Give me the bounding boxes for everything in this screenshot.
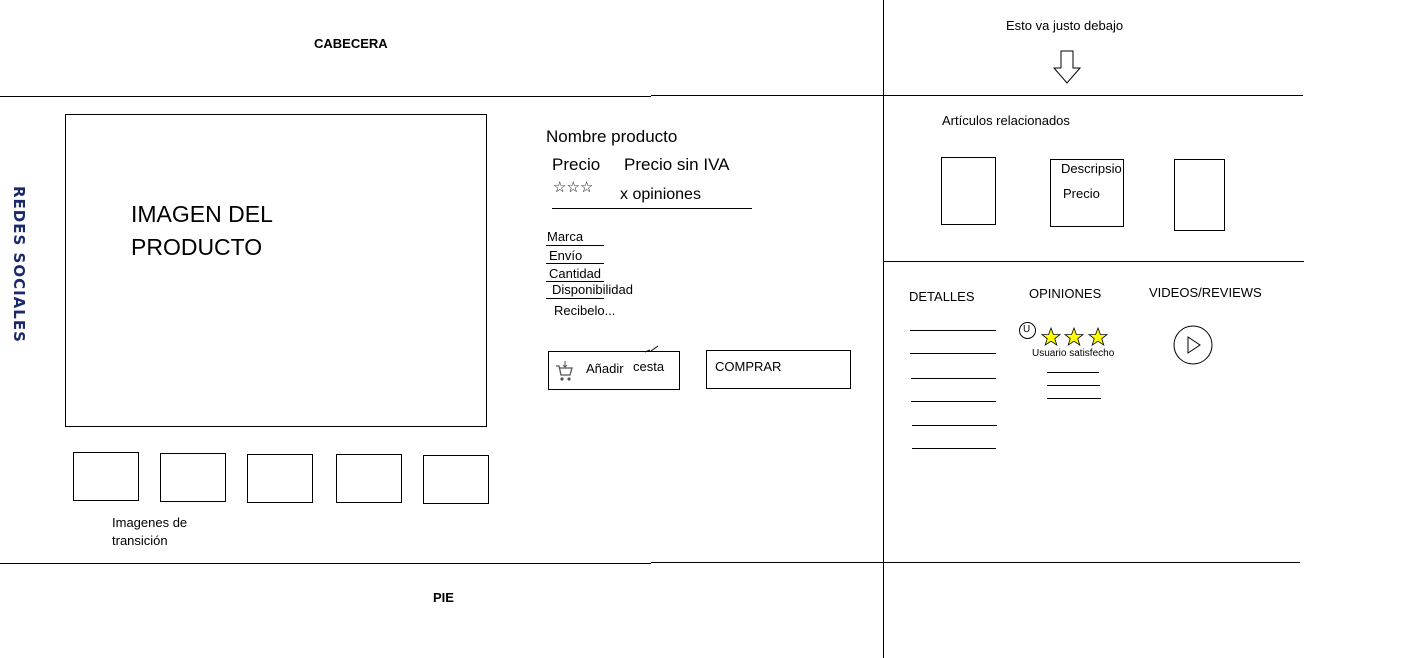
footer-divider-right xyxy=(651,562,1300,563)
product-image[interactable] xyxy=(65,114,487,427)
related-card[interactable] xyxy=(1050,159,1124,227)
thumbnail[interactable] xyxy=(423,455,489,504)
add-label: Añadir xyxy=(586,361,624,376)
social-label: REDES SOCIALES xyxy=(10,186,28,343)
brand-underline xyxy=(546,245,604,246)
buy-button[interactable] xyxy=(706,350,851,389)
availability-underline xyxy=(546,298,604,299)
header-divider xyxy=(0,96,651,97)
opinions-count[interactable]: x opiniones xyxy=(620,186,701,203)
tab-details[interactable]: DETALLES xyxy=(909,289,975,304)
right-column-divider xyxy=(883,0,884,658)
footer-divider xyxy=(0,563,651,564)
opinion-line xyxy=(1047,385,1100,386)
product-image-label-2: PRODUCTO xyxy=(131,234,263,260)
details-line xyxy=(912,448,996,449)
tab-videos[interactable]: VIDEOS/REVIEWS xyxy=(1149,285,1262,300)
down-arrow-icon xyxy=(1053,50,1081,84)
header-label: CABECERA xyxy=(314,36,388,51)
tab-opinions[interactable]: OPINIONES xyxy=(1029,286,1102,301)
user-avatar xyxy=(1019,322,1036,339)
thumbnails-caption-2: transición xyxy=(112,533,168,548)
product-image-label-1: IMAGEN DEL xyxy=(131,201,273,227)
footer-label: PIE xyxy=(433,590,454,605)
rating-stars: ☆☆☆ xyxy=(553,179,594,196)
availability-field: Disponibilidad xyxy=(552,282,633,297)
details-line xyxy=(910,330,996,331)
buy-label: COMPRAR xyxy=(715,359,782,374)
thumbnail[interactable] xyxy=(160,453,226,502)
related-card-price: Precio xyxy=(1063,186,1100,201)
details-line xyxy=(911,378,996,379)
related-title: Artículos relacionados xyxy=(942,113,1070,128)
user-initial: U xyxy=(1023,324,1031,335)
pen-mark-icon xyxy=(644,345,659,353)
related-card[interactable] xyxy=(941,157,996,225)
thumbnails-caption-1: Imagenes de xyxy=(112,515,188,530)
product-price: Precio xyxy=(552,155,601,174)
opinion-line xyxy=(1047,398,1101,399)
product-price-no-tax: Precio sin IVA xyxy=(624,155,730,174)
filled-stars-icon xyxy=(1040,326,1109,346)
thumbnail[interactable] xyxy=(336,454,402,503)
user-caption: Usuario satisfecho xyxy=(1032,348,1115,359)
related-divider xyxy=(883,261,1304,262)
cart-label: cesta xyxy=(633,359,665,374)
quantity-underline xyxy=(546,281,604,282)
quantity-field[interactable]: Cantidad xyxy=(549,266,602,281)
product-name: Nombre producto xyxy=(546,127,678,146)
thumbnail[interactable] xyxy=(247,454,313,503)
thumbnail[interactable] xyxy=(73,452,139,501)
related-card-description: Descripsio xyxy=(1061,161,1122,176)
cart-icon xyxy=(556,361,573,381)
play-icon[interactable] xyxy=(1172,325,1214,365)
opinion-line xyxy=(1047,372,1099,373)
details-line xyxy=(911,401,996,402)
shipping-field: Envío xyxy=(549,248,583,263)
related-card[interactable] xyxy=(1174,159,1225,231)
brand-field: Marca xyxy=(547,229,584,244)
details-line xyxy=(910,353,996,354)
header-divider-right xyxy=(651,95,1303,96)
shipping-underline xyxy=(546,263,604,264)
receive-field: Recibelo... xyxy=(554,303,616,318)
add-to-cart-button[interactable] xyxy=(548,351,680,390)
info-underline xyxy=(552,208,752,209)
side-note: Esto va justo debajo xyxy=(1006,18,1124,33)
details-line xyxy=(912,425,997,426)
